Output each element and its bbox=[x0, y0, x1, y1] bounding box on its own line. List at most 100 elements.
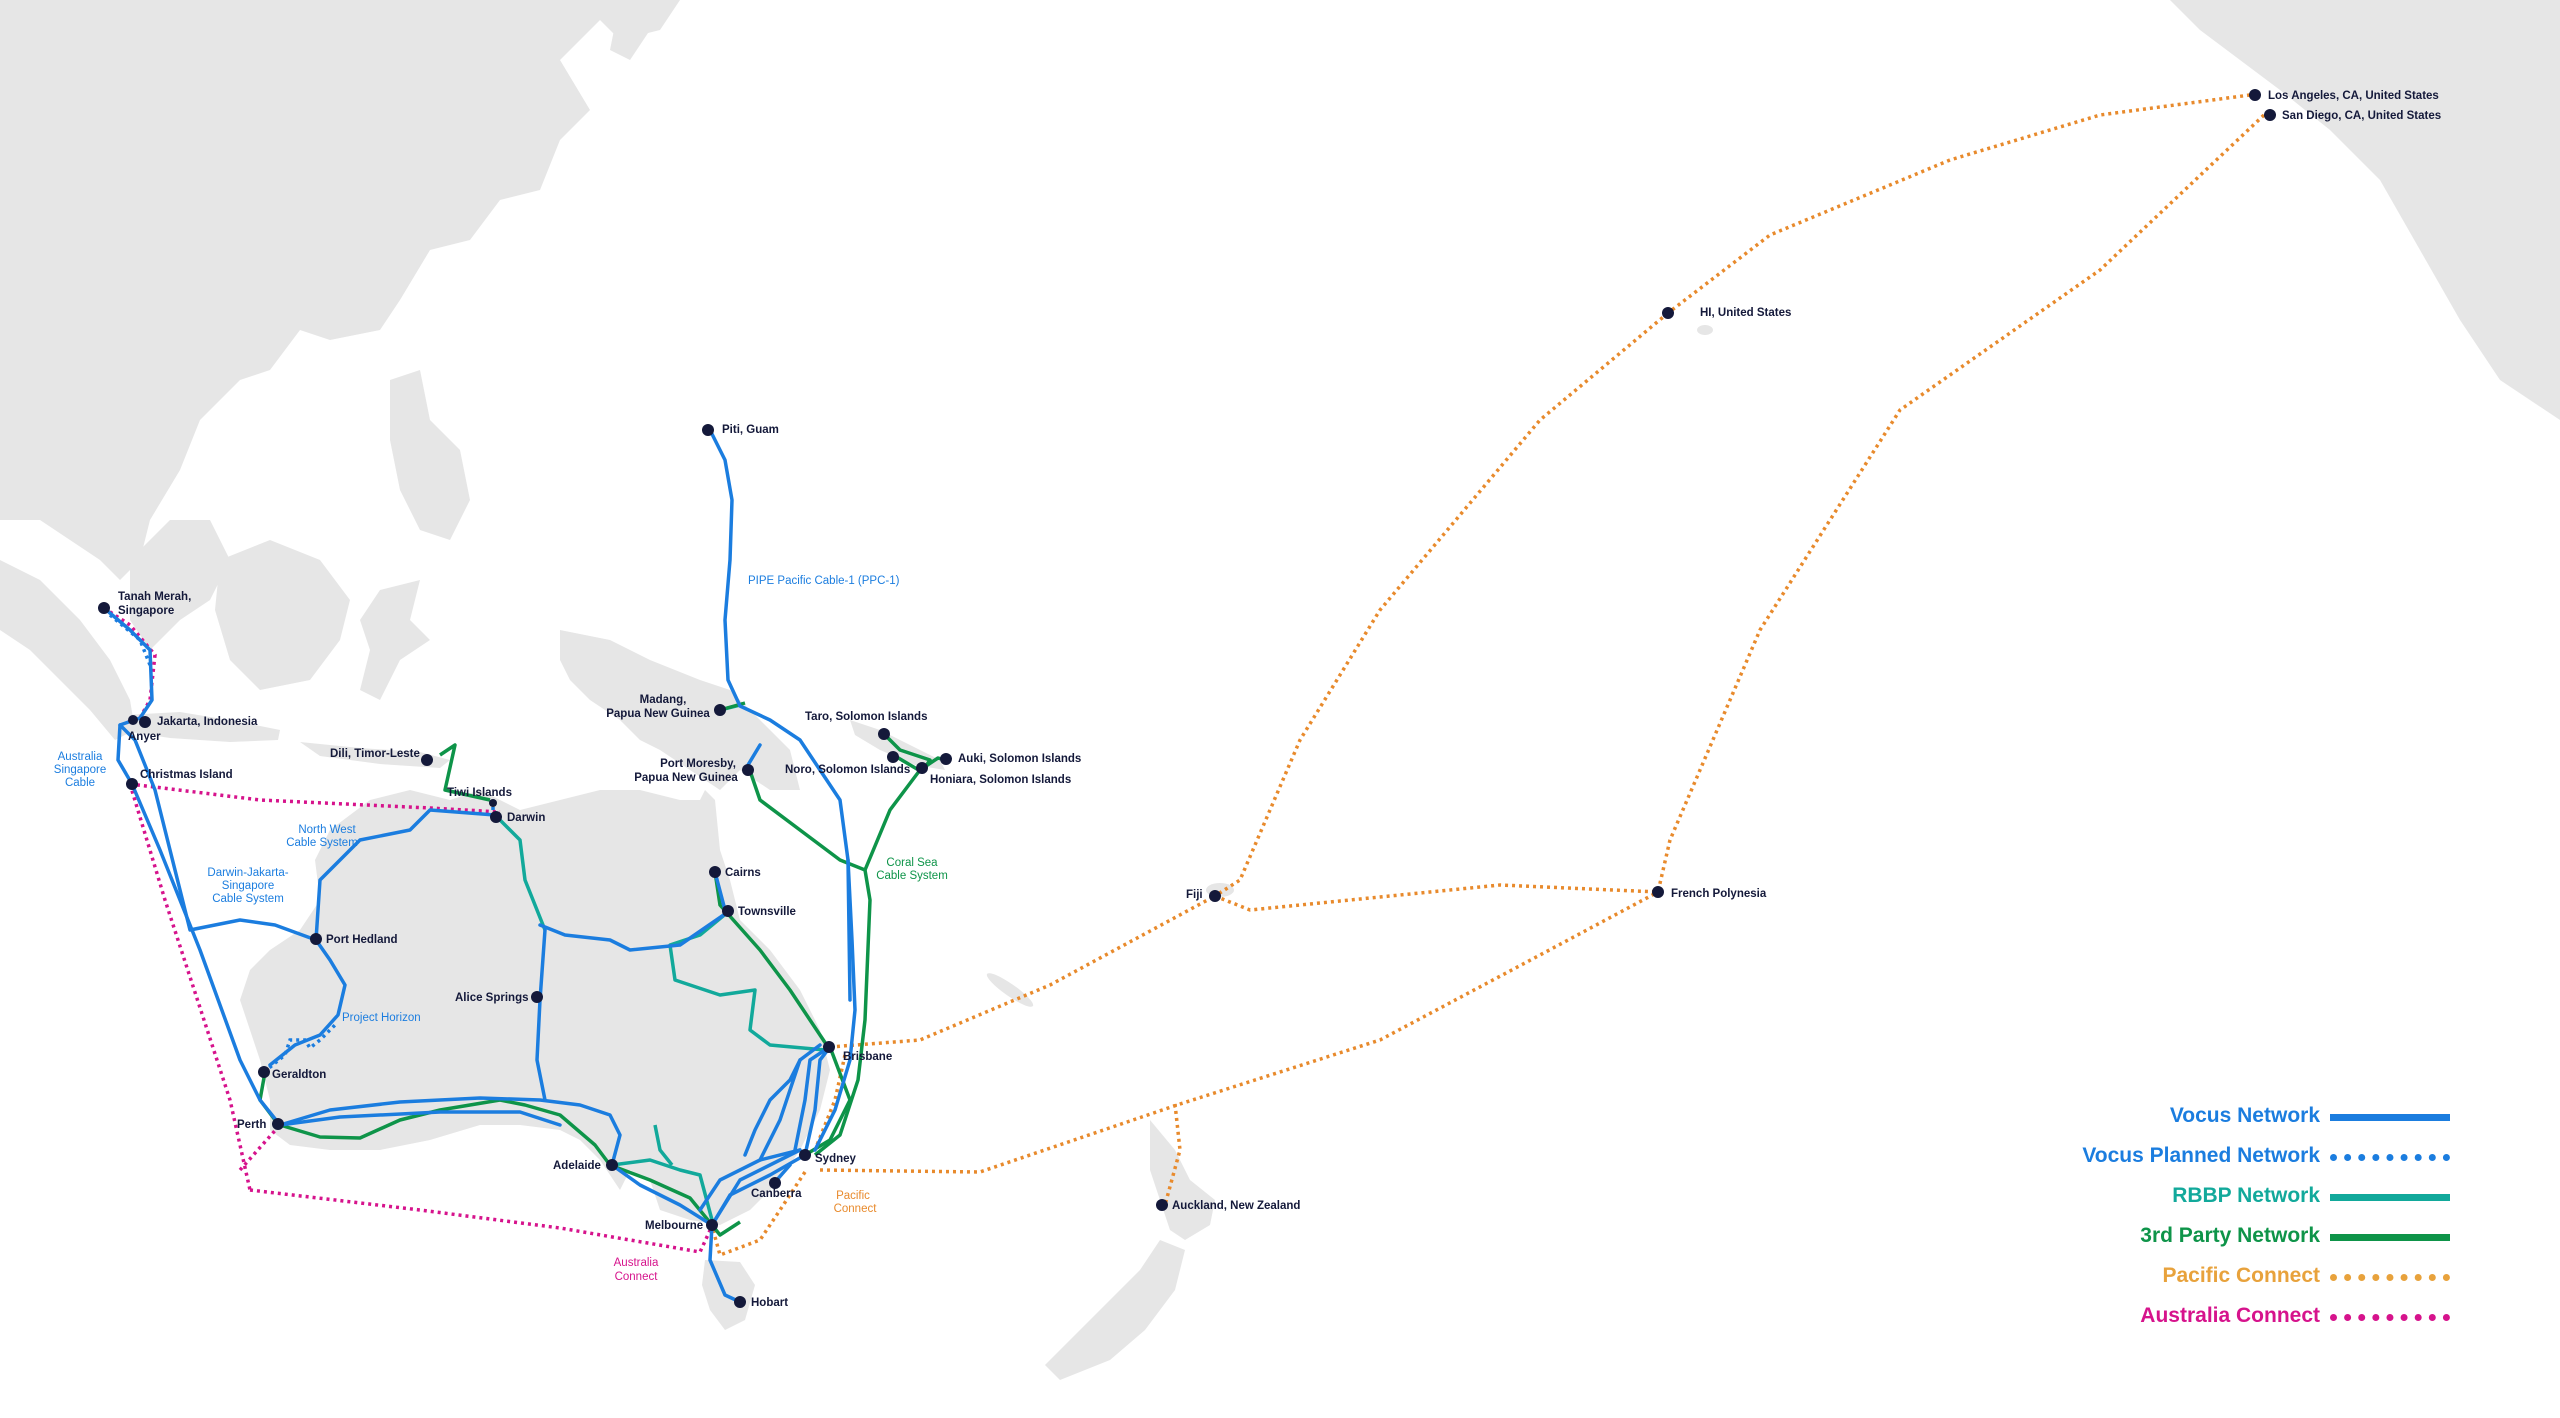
legend-item: RBBP Network bbox=[2040, 1180, 2460, 1220]
japan-landmass bbox=[610, 0, 660, 60]
node-fiji bbox=[1209, 890, 1221, 902]
legend-item: Vocus Planned Network bbox=[2040, 1140, 2460, 1180]
node-los-angeles bbox=[2249, 89, 2261, 101]
australia-connect-perth-melbourne bbox=[249, 1188, 714, 1254]
legend-label: 3rd Party Network bbox=[2140, 1224, 2320, 1247]
node-geraldton bbox=[258, 1066, 270, 1078]
vocus-cairns-townsville bbox=[713, 870, 727, 912]
node-darwin bbox=[490, 811, 502, 823]
third-party-cairns-brisbane bbox=[713, 871, 830, 1048]
node-tanah-merah bbox=[98, 602, 110, 614]
node-sydney bbox=[799, 1149, 811, 1161]
node-madang bbox=[714, 704, 726, 716]
node-christmas bbox=[126, 778, 138, 790]
pacific-connect-melbourne-tasman bbox=[710, 1171, 807, 1258]
australia-connect-christmas-perth bbox=[128, 783, 252, 1191]
label-tanah-merah-2: Singapore bbox=[118, 605, 174, 617]
label-guam: Piti, Guam bbox=[722, 424, 779, 436]
vocus-darwin-alice bbox=[535, 928, 547, 1102]
third-party-dili-darwin bbox=[439, 743, 491, 802]
legend-swatch bbox=[2330, 1274, 2450, 1281]
hawaii-landmass bbox=[1697, 325, 1713, 335]
label-christmas: Christmas Island bbox=[140, 769, 233, 781]
pacific-connect-routes bbox=[710, 93, 2266, 1258]
third-party-solomon-loop bbox=[883, 733, 932, 774]
australia-connect-perth-link bbox=[238, 1123, 282, 1172]
sumatra-landmass bbox=[0, 560, 135, 740]
legend-swatch bbox=[2330, 1114, 2450, 1121]
label-pacific-2: Connect bbox=[834, 1203, 878, 1215]
legend-swatch bbox=[2330, 1314, 2450, 1321]
vocus-adelaide-melbourne bbox=[610, 1163, 714, 1227]
node-noro bbox=[887, 751, 899, 763]
label-ac-1: Australia bbox=[614, 1257, 659, 1269]
vocus-inland-nsw bbox=[758, 1043, 822, 1162]
node-honiara bbox=[916, 762, 928, 774]
label-taro: Taro, Solomon Islands bbox=[805, 711, 927, 723]
node-san-diego bbox=[2264, 109, 2276, 121]
node-melbourne bbox=[706, 1219, 718, 1231]
label-san-diego: San Diego, CA, United States bbox=[2282, 110, 2441, 122]
label-nwcs-1: North West bbox=[298, 824, 356, 836]
label-canberra: Canberra bbox=[751, 1188, 802, 1200]
vocus-inland-nsw-2 bbox=[743, 1058, 802, 1157]
pacific-connect-sydney-fpolynesia bbox=[819, 890, 1659, 1174]
label-adelaide: Adelaide bbox=[553, 1160, 601, 1172]
rbbp-darwin-alice bbox=[493, 813, 547, 931]
node-perth bbox=[272, 1118, 284, 1130]
label-nwcs-2: Cable System bbox=[286, 837, 358, 849]
label-darwin: Darwin bbox=[507, 812, 545, 824]
label-townsville: Townsville bbox=[738, 906, 796, 918]
label-coral-2: Cable System bbox=[876, 870, 948, 882]
label-honiara: Honiara, Solomon Islands bbox=[930, 774, 1071, 786]
label-sydney: Sydney bbox=[815, 1153, 857, 1165]
australia-landmass bbox=[240, 790, 830, 1225]
timor-landmass bbox=[300, 742, 450, 768]
third-party-adelaide-melbourne bbox=[609, 1163, 714, 1227]
node-tiwi bbox=[489, 799, 497, 807]
label-auckland: Auckland, New Zealand bbox=[1172, 1200, 1300, 1212]
label-djsc-1: Darwin-Jakarta- bbox=[207, 867, 288, 879]
pacific-connect-sd-fpolynesia bbox=[1656, 113, 2266, 893]
city-labels: Los Angeles, CA, United States San Diego… bbox=[118, 90, 2441, 1309]
pacific-connect-fiji-fpolynesia bbox=[1214, 883, 1659, 912]
city-nodes bbox=[98, 89, 2276, 1308]
vocus-djsc bbox=[118, 723, 318, 942]
node-taro bbox=[878, 728, 890, 740]
borneo-landmass bbox=[215, 540, 350, 690]
label-french-polynesia: French Polynesia bbox=[1671, 888, 1767, 900]
legend-label: Vocus Network bbox=[2169, 1104, 2320, 1127]
vocus-moresby-link bbox=[746, 743, 762, 767]
label-ppc1: PIPE Pacific Cable-1 (PPC-1) bbox=[748, 575, 900, 587]
vocus-port-hedland-geraldton bbox=[268, 938, 347, 1067]
node-jakarta bbox=[139, 716, 151, 728]
vocus-alice-townsville bbox=[538, 910, 730, 952]
node-brisbane bbox=[823, 1041, 835, 1053]
label-auki: Auki, Solomon Islands bbox=[958, 753, 1081, 765]
node-french-polynesia bbox=[1652, 886, 1664, 898]
cable-labels: PIPE Pacific Cable-1 (PPC-1) Australia S… bbox=[54, 575, 948, 1283]
label-asc-2: Singapore bbox=[54, 764, 106, 776]
label-cairns: Cairns bbox=[725, 867, 761, 879]
sulawesi-landmass bbox=[360, 580, 430, 700]
node-anyer bbox=[128, 715, 138, 725]
pacific-connect-auckland-branch bbox=[1163, 1103, 1182, 1206]
legend-item: 3rd Party Network bbox=[2040, 1220, 2460, 1260]
label-anyer: Anyer bbox=[128, 731, 161, 743]
label-pacific-1: Pacific bbox=[836, 1190, 870, 1202]
label-hawaii: HI, United States bbox=[1700, 307, 1791, 319]
vocus-planned-singapore bbox=[108, 613, 152, 666]
australia-connect-christmas-darwin bbox=[129, 782, 501, 814]
node-canberra bbox=[769, 1177, 781, 1189]
label-port-hedland: Port Hedland bbox=[326, 934, 398, 946]
label-geraldton: Geraldton bbox=[272, 1069, 326, 1081]
label-moresby-1: Port Moresby, bbox=[660, 758, 736, 770]
vocus-asc-singapore-perth bbox=[102, 606, 282, 1127]
label-alice-springs: Alice Springs bbox=[455, 992, 529, 1004]
indochina-landmass bbox=[130, 520, 230, 650]
vocus-melbourne-sydney-b bbox=[710, 1148, 802, 1227]
pacific-connect-la-hawaii bbox=[1666, 93, 2251, 315]
legend-item: Australia Connect bbox=[2040, 1300, 2460, 1340]
label-melbourne: Melbourne bbox=[645, 1220, 703, 1232]
